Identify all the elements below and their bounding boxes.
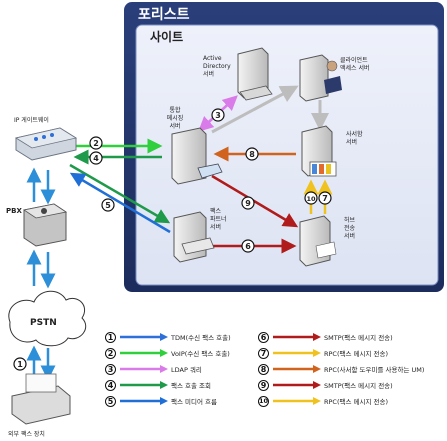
legend-arrow xyxy=(120,397,168,405)
legend-label: LDAP 쿼리 xyxy=(171,366,202,374)
legend-number: 9 xyxy=(258,379,269,391)
legend-arrow xyxy=(120,365,168,373)
legend-label: RPC(팩스 메시지 전송) xyxy=(324,398,389,406)
legend-item-5: 5 팩스 미디어 흐름 xyxy=(105,395,217,407)
svg-text:6: 6 xyxy=(245,242,251,251)
ad-label-2: Directory xyxy=(203,63,231,70)
legend-item-1: 1 TDM(수신 팩스 호출) xyxy=(105,331,231,343)
pbx-icon xyxy=(22,203,68,247)
legend-item-3: 3 LDAP 쿼리 xyxy=(105,363,202,375)
svg-text:3: 3 xyxy=(215,111,221,120)
flow-badge-10: 10 xyxy=(304,191,318,205)
external-fax-label: 외부 팩스 장치 xyxy=(8,430,45,438)
legend-label: RPC(팩스 메시지 전송) xyxy=(324,350,389,358)
legend-number: 4 xyxy=(105,379,116,391)
legend-item-2: 2 VoIP(수신 팩스 호출) xyxy=(105,347,230,359)
mailbox-label-2: 서버 xyxy=(346,138,357,146)
flow-badge-6: 6 xyxy=(241,239,255,253)
pstn-label: PSTN xyxy=(30,318,57,328)
svg-text:7: 7 xyxy=(322,194,328,203)
forest-label: 포리스트 xyxy=(138,7,190,23)
hub-label-3: 서버 xyxy=(344,232,355,240)
mailbox-server-icon xyxy=(301,125,337,177)
svg-text:5: 5 xyxy=(105,201,111,210)
legend-item-7: 7 RPC(팩스 메시지 전송) xyxy=(258,347,388,359)
legend-number: 10 xyxy=(258,395,269,407)
um-to-cas-arrow xyxy=(211,85,299,134)
hub-label-2: 전송 xyxy=(344,224,356,232)
pstn-cloud: PSTN xyxy=(8,290,87,347)
fax-partner-server-icon xyxy=(173,211,215,263)
hub-transport-server-icon xyxy=(299,215,337,267)
legend-arrow xyxy=(273,333,321,341)
legend-number: 5 xyxy=(105,395,116,407)
legend-item-6: 6 SMTP(팩스 메시지 전송) xyxy=(258,331,393,343)
legend-number: 7 xyxy=(258,347,269,359)
legend-arrow xyxy=(273,381,321,389)
ad-label-3: 서버 xyxy=(203,70,214,78)
flow-badge-2: 2 xyxy=(89,136,103,150)
um-server-label-1: 통합 xyxy=(169,106,181,114)
legend-item-10: 10 RPC(팩스 메시지 전송) xyxy=(258,395,388,407)
flow-badge-3: 3 xyxy=(211,108,225,122)
ip-gateway-icon xyxy=(14,127,78,161)
legend-number: 1 xyxy=(105,331,116,343)
legend-number: 6 xyxy=(258,331,269,343)
legend-number: 2 xyxy=(105,347,116,359)
um-server-label-2: 메시징 xyxy=(167,114,184,122)
um-server-label-3: 서버 xyxy=(169,122,180,130)
cas-label-2: 액세스 서버 xyxy=(340,64,370,72)
flow-badge-9: 9 xyxy=(241,196,255,210)
flow-badges: 2 4 5 3 8 9 6 10 7 1 xyxy=(13,108,332,371)
legend-label: SMTP(팩스 메시지 전송) xyxy=(324,382,393,390)
client-access-server-icon xyxy=(299,54,342,102)
flow-5-arrow xyxy=(69,172,171,234)
svg-text:2: 2 xyxy=(93,139,99,148)
legend-arrow xyxy=(273,349,321,357)
um-server-icon xyxy=(171,127,223,185)
cas-label-1: 클라이언트 xyxy=(340,56,368,64)
fax-partner-label-2: 파트너 xyxy=(210,215,227,223)
legend-label: VoIP(수신 팩스 호출) xyxy=(171,350,230,358)
external-fax-icon xyxy=(11,373,71,425)
flow-badge-1: 1 xyxy=(13,357,27,371)
flow-badge-7: 7 xyxy=(318,191,332,205)
legend-item-4: 4 팩스 호출 조회 xyxy=(105,379,211,391)
ad-label-1: Active xyxy=(203,55,222,62)
hub-label-1: 허브 xyxy=(344,216,356,224)
legend-arrow xyxy=(120,349,168,357)
active-directory-server-icon xyxy=(237,47,273,101)
svg-text:10: 10 xyxy=(306,195,316,203)
legend-item-8: 8 RPC(사서함 도우미를 사용하는 UM) xyxy=(258,363,424,375)
legend-arrow xyxy=(120,381,168,389)
ip-gateway-label: IP 게이트웨이 xyxy=(14,116,49,124)
legend-item-9: 9 SMTP(팩스 메시지 전송) xyxy=(258,379,393,391)
legend-label: 팩스 미디어 흐름 xyxy=(171,398,217,406)
legend-number: 8 xyxy=(258,363,269,375)
site-label: 사이트 xyxy=(150,29,183,44)
fax-partner-label-1: 팩스 xyxy=(210,207,222,215)
flow-badge-8: 8 xyxy=(245,147,259,161)
legend-arrow xyxy=(273,365,321,373)
legend-arrow xyxy=(120,333,168,341)
legend-number: 3 xyxy=(105,363,116,375)
svg-text:4: 4 xyxy=(93,154,99,163)
mailbox-label-1: 사서함 xyxy=(346,130,363,138)
legend-label: RPC(사서함 도우미를 사용하는 UM) xyxy=(324,366,425,374)
flow-badge-5: 5 xyxy=(101,198,115,212)
legend-label: 팩스 호출 조회 xyxy=(171,382,212,390)
svg-text:9: 9 xyxy=(245,199,251,208)
pbx-label: PBX xyxy=(6,207,22,215)
legend-label: TDM(수신 팩스 호출) xyxy=(171,334,231,342)
flow-badge-4: 4 xyxy=(89,151,103,165)
fax-partner-label-3: 서버 xyxy=(210,223,221,231)
svg-text:8: 8 xyxy=(249,150,255,159)
svg-text:1: 1 xyxy=(17,360,23,369)
legend-arrow xyxy=(273,397,321,405)
legend-label: SMTP(팩스 메시지 전송) xyxy=(324,334,393,342)
